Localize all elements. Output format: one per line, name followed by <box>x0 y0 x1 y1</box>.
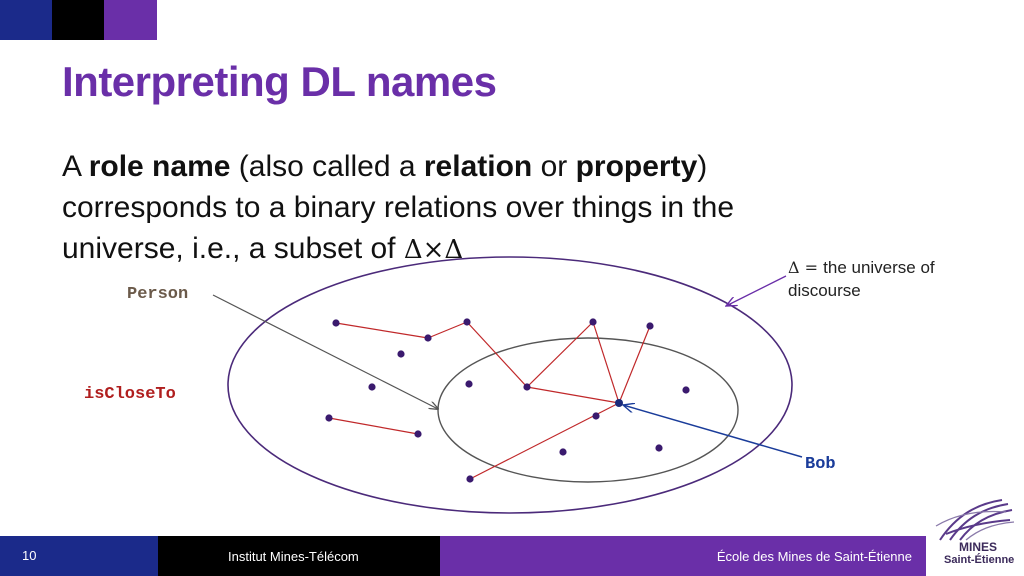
relation-edge <box>328 417 419 435</box>
term-role-name: role name <box>88 150 231 183</box>
footer-institute-block: Institut Mines-Télécom <box>158 536 440 576</box>
note-line-1: the universe of <box>823 258 935 277</box>
individual-dot <box>414 430 422 438</box>
relation-edge <box>427 321 468 339</box>
page-number: 10 <box>22 548 37 563</box>
individual-dot <box>682 386 690 394</box>
relation-edge <box>592 321 620 404</box>
individual-dot <box>592 412 600 420</box>
individual-dot <box>368 383 376 391</box>
term-property: property <box>575 150 698 183</box>
relation-edge <box>526 321 594 388</box>
logo-mark-icon <box>935 499 1015 541</box>
term-relation: relation <box>423 150 533 183</box>
bob-arrow <box>623 405 803 458</box>
individual-dot <box>463 318 471 326</box>
individual-dot <box>589 318 597 326</box>
logo-text-saint-etienne: Saint-Étienne <box>944 554 1015 566</box>
individual-dot <box>424 334 432 342</box>
individual-dot <box>559 448 567 456</box>
header-block-purple <box>104 0 157 40</box>
institute-name: Institut Mines-Télécom <box>228 549 359 564</box>
person-arrow <box>212 294 438 409</box>
individual-dot <box>646 322 654 330</box>
header-block-navy <box>0 0 52 40</box>
logo-text-mines: MINES <box>959 540 998 554</box>
relation-edge <box>526 386 620 404</box>
delta-symbol: Δ = <box>788 258 824 277</box>
universe-ellipse <box>227 256 793 514</box>
bob-dot <box>615 399 623 407</box>
school-name: École des Mines de Saint-Étienne <box>716 549 912 564</box>
body-text-1: A <box>62 150 89 183</box>
person-label: Person <box>127 285 189 304</box>
relation-edge <box>335 322 429 339</box>
individual-dot <box>397 350 405 358</box>
relation-edge <box>618 325 651 404</box>
relation-edge <box>466 321 528 388</box>
individual-dot <box>655 444 663 452</box>
individual-dot <box>332 319 340 327</box>
individual-dot <box>466 475 474 483</box>
body-text-2: (also called a <box>230 150 424 183</box>
note-line-2: discourse <box>788 281 861 300</box>
footer-page-block: 10 <box>0 536 158 576</box>
universe-note: Δ = the universe of discourse <box>788 256 935 302</box>
is-close-to-label: isCloseTo <box>84 385 176 404</box>
individual-dot <box>465 380 473 388</box>
footer-school-block: École des Mines de Saint-Étienne <box>440 536 926 576</box>
mines-logo: MINES Saint-Étienne <box>926 496 1024 576</box>
header-block-black <box>52 0 104 40</box>
person-ellipse <box>437 337 739 483</box>
individual-dot <box>523 383 531 391</box>
slide-title: Interpreting DL names <box>62 58 497 105</box>
bob-label: Bob <box>805 455 836 474</box>
universe-arrow <box>726 275 787 306</box>
body-text-3: or <box>532 150 576 183</box>
body-text-4: ) corresponds to a binary relations over… <box>62 150 735 265</box>
individual-dot <box>325 414 333 422</box>
